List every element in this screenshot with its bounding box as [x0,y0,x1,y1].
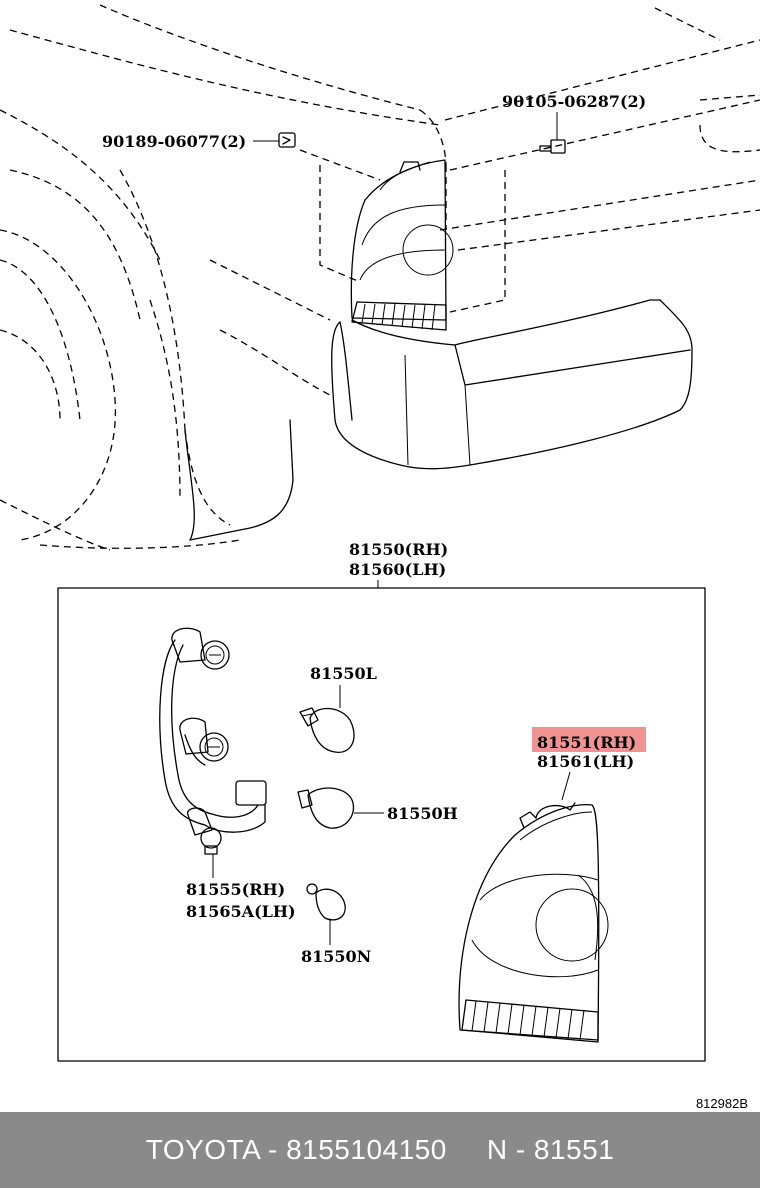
label-socket-rh: 81555(RH) [186,880,285,899]
footer-ref-code: N - 81551 [486,1134,615,1165]
label-lens-rh: 81551(RH) [537,733,636,752]
bolt-icon [539,112,566,154]
socket-middle-icon [179,717,229,762]
label-lens-lh: 81561(LH) [537,752,634,771]
label-clip: 90189-06077(2) [102,132,246,151]
bulb-l-icon [299,707,355,753]
label-bulb-l: 81550L [310,664,377,683]
parts-diagram: 90105-06287(2) 90189-06077(2) 81550(RH) … [0,4,760,1111]
label-bulb-n: 81550N [301,947,371,966]
label-bolt: 90105-06287(2) [502,92,646,111]
clip-fastener-icon [278,132,296,148]
socket-lower-icon [187,807,222,855]
socket-upper-icon [171,627,230,670]
label-bulb-h: 81550H [387,804,458,823]
parts-box [57,587,706,1062]
diagram-ref: 812982B [696,1096,748,1111]
bulb-h-icon [297,787,355,829]
lens-highlight [532,727,646,752]
footer-bar: TOYOTA - 8155104150 N - 81551 [0,1112,760,1188]
label-assy-lh: 81560(LH) [349,560,446,579]
label-socket-lh: 81565A(LH) [186,902,296,921]
label-assy-rh: 81550(RH) [349,540,448,559]
footer-part-number: TOYOTA - 8155104150 [145,1134,447,1165]
bulb-n-icon [306,883,346,921]
vehicle-illustration [0,4,760,551]
tail-lamp-lens-icon [458,802,609,1043]
